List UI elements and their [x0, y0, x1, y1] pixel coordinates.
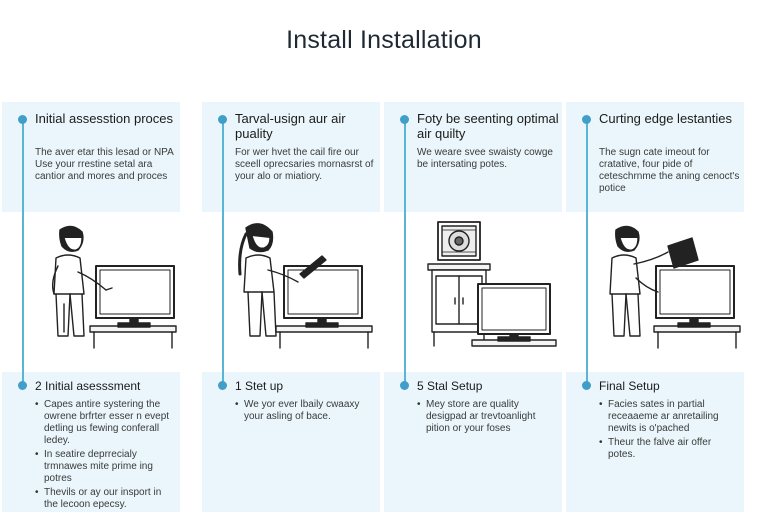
column-header-band: [566, 102, 744, 212]
timeline-dot: [400, 115, 409, 124]
bullet-item: Facies sates in partial receaaeme ar anr…: [599, 399, 739, 435]
step-bullets: Capes antire systering the owrene brfrte…: [35, 399, 175, 512]
timeline-rail: [22, 118, 24, 384]
column-header-band: [2, 102, 180, 212]
step-bullets: Facies sates in partial receaaeme ar anr…: [599, 399, 739, 463]
step-column-2: Tarval-usign aur air puality For wer hve…: [202, 102, 380, 512]
timeline-rail: [404, 118, 406, 384]
timeline-dot: [582, 115, 591, 124]
timeline-dot: [18, 381, 27, 390]
technician-monitor-illustration: [12, 214, 180, 370]
step-title: 5 Stal Setup: [417, 379, 483, 393]
step-title: 2 Initial asesssment: [35, 379, 141, 393]
timeline-rail: [586, 118, 588, 384]
column-description: The sugn cate imeout for cratative, four…: [599, 147, 740, 194]
column-footer-band: [384, 372, 562, 512]
column-footer-band: [202, 372, 380, 512]
column-header-band: [384, 102, 562, 212]
bullet-item: Thevils or ay our insport in the lecoon …: [35, 487, 175, 511]
column-header-band: [202, 102, 380, 212]
step-column-4: Curting edge lestanties The sugn cate im…: [566, 102, 744, 512]
timeline-dot: [582, 381, 591, 390]
steps-diagram: Initial assesstion proces The aver etar …: [0, 102, 768, 512]
step-column-1: Initial assesstion proces The aver etar …: [2, 102, 180, 512]
column-description: The aver etar this lesad or NPA Use your…: [35, 147, 174, 182]
timeline-dot: [18, 115, 27, 124]
timeline-dot: [218, 115, 227, 124]
air-purifier-cabinet-illustration: [394, 214, 562, 370]
step-title: Final Setup: [599, 379, 660, 393]
column-heading: Initial assesstion proces: [35, 111, 174, 126]
timeline-dot: [218, 381, 227, 390]
step-title: 1 Stet up: [235, 379, 284, 393]
bullet-item: Capes antire systering the owrene brfrte…: [35, 399, 175, 447]
step-bullets: We yor ever lbaily cwaaxy your asling of…: [235, 399, 375, 425]
step-bullets: Mey store are quality desigpad ar trevto…: [417, 399, 557, 437]
page-title: Install Installation: [286, 26, 482, 54]
timeline-rail: [222, 118, 224, 384]
technician-panel-monitor-illustration: [576, 214, 744, 370]
column-heading: Curting edge lestanties: [599, 111, 732, 126]
bullet-item: In seatire deprrecialy trmnawes mite pri…: [35, 449, 175, 485]
timeline-dot: [400, 381, 409, 390]
column-description: For wer hvet the cail fire our sceell op…: [235, 147, 374, 182]
woman-tablet-monitor-illustration: [212, 214, 380, 370]
bullet-item: Mey store are quality desigpad ar trevto…: [417, 399, 557, 435]
bullet-item: Theur the falve air offer potes.: [599, 437, 739, 461]
step-column-3: Foty be seenting optimal air quilty We w…: [384, 102, 562, 512]
column-description: We weare svee swaisty cowge be intersati…: [417, 147, 553, 170]
column-heading: Foty be seenting optimal air quilty: [417, 111, 559, 141]
column-heading: Tarval-usign aur air puality: [235, 111, 346, 141]
bullet-item: We yor ever lbaily cwaaxy your asling of…: [235, 399, 375, 423]
